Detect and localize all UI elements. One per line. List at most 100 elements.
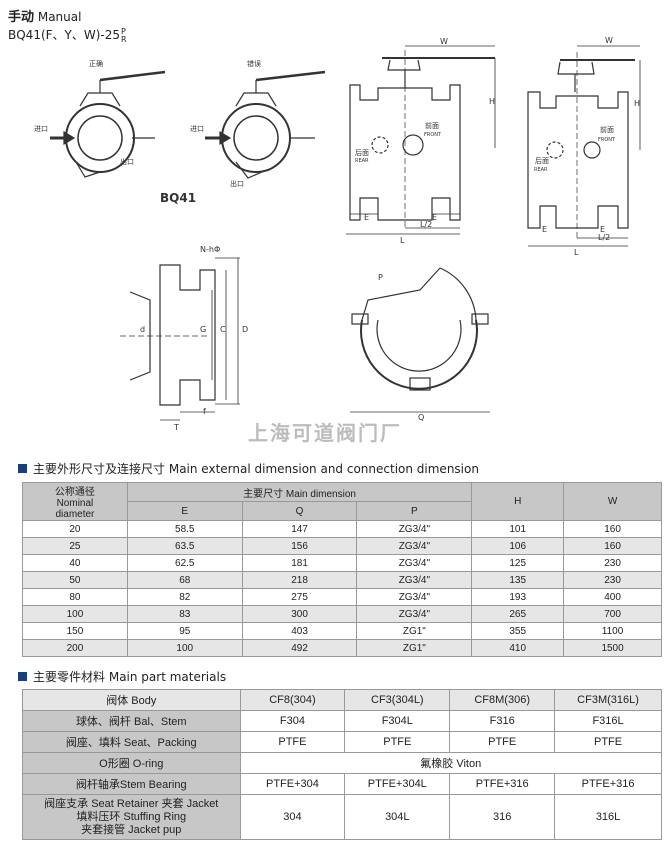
table-cell: 275 <box>241 588 358 606</box>
table-cell: 58.5 <box>126 520 243 538</box>
flange-section-view: N-hΦ d G C D f T <box>120 245 248 432</box>
dim-l2-1: L/2 <box>420 220 432 229</box>
label-correct: 正确 <box>89 59 103 68</box>
label-outlet-1: 出口 <box>120 157 134 166</box>
table-cell: PTFE <box>239 731 346 753</box>
label-rear-en-2: REAR <box>534 167 548 173</box>
dim-l-1: L <box>400 236 405 245</box>
table-cell: 316 <box>449 794 556 840</box>
table-cell: 68 <box>126 571 243 589</box>
cell-text: 夹套接管 Jacket pup <box>81 823 182 836</box>
table-cell: ZG3/4" <box>356 520 473 538</box>
col-p-header: P <box>356 501 473 521</box>
watermark: 上海可道阀门厂 <box>248 421 402 445</box>
label-front-en-1: FRONT <box>424 132 442 138</box>
table-cell: 193 <box>471 588 565 606</box>
col-e-header: E <box>126 501 243 521</box>
cell-text: 阀座支承 Seat Retainer 夹套 Jacket <box>44 797 219 810</box>
table-cell: 50 <box>22 571 128 589</box>
table-cell: ZG1" <box>356 639 473 657</box>
label-wrong: 错误 <box>247 59 261 68</box>
section1-title-en: Main external dimension and connection d… <box>168 462 479 476</box>
technical-drawing: 正确 进口 出口 错误 进口 出口 BQ41 W H 前面 FRO <box>34 36 641 432</box>
table-cell: 316L <box>554 794 662 840</box>
table-cell: F316 <box>449 710 556 732</box>
table-cell: PTFE <box>554 731 662 753</box>
table-cell: 160 <box>563 537 662 555</box>
table-cell: 95 <box>126 622 243 640</box>
dim-q: Q <box>418 413 424 422</box>
cell-text: Nominal <box>56 498 94 509</box>
dim-d: D <box>242 325 248 334</box>
dim-g: G <box>200 325 206 334</box>
table-cell: 106 <box>471 537 565 555</box>
page-header: 手动 Manual <box>8 6 81 25</box>
table-cell: 100 <box>126 639 243 657</box>
table-cell: 100 <box>22 605 128 623</box>
table-cell: 80 <box>22 588 128 606</box>
label-inlet-1: 进口 <box>34 125 48 133</box>
label-inlet-2: 进口 <box>190 125 204 133</box>
table-cell: 160 <box>563 520 662 538</box>
label-bq41: BQ41 <box>160 191 196 205</box>
cell-text: diameter <box>55 509 95 520</box>
table-cell: 218 <box>241 571 358 589</box>
dim-e-1a: E <box>364 213 369 222</box>
table-cell: 阀体 Body <box>22 689 241 711</box>
table-cell: F304L <box>344 710 451 732</box>
cell-text: 填料压环 Stuffing Ring <box>76 810 187 823</box>
label-rear-cn-2: 后面 <box>535 156 549 165</box>
table-cell: 氟橡胶 Viton <box>239 752 663 774</box>
table-cell: 403 <box>241 622 358 640</box>
table-cell: 20 <box>22 520 128 538</box>
model-sup: P <box>121 27 126 36</box>
table-cell: 63.5 <box>126 537 243 555</box>
dim-f: f <box>203 407 206 416</box>
col-h-header: H <box>471 482 565 521</box>
table-cell: CF3(304L) <box>344 689 451 711</box>
table-cell: ZG3/4" <box>356 588 473 606</box>
table-cell: 135 <box>471 571 565 589</box>
label-front-en-2: FRONT <box>598 137 616 143</box>
table-cell: F304 <box>239 710 346 732</box>
table-cell: PTFE <box>449 731 556 753</box>
table-cell: 200 <box>22 639 128 657</box>
table-cell: PTFE+316 <box>449 773 556 795</box>
table-cell: PTFE+316 <box>554 773 662 795</box>
table-cell: 400 <box>563 588 662 606</box>
table-cell: CF8M(306) <box>449 689 556 711</box>
table-cell: 147 <box>241 520 358 538</box>
table-cell: 265 <box>471 605 565 623</box>
dim-e-1b: E <box>432 213 437 222</box>
section2-title-en: Main part materials <box>108 670 227 684</box>
table-cell: 40 <box>22 554 128 572</box>
table-cell: 230 <box>563 554 662 572</box>
table-cell: 25 <box>22 537 128 555</box>
title-en: Manual <box>37 10 82 24</box>
table-cell: ZG3/4" <box>356 537 473 555</box>
jacket-section-view: P Q <box>350 267 490 422</box>
table-cell: CF3M(316L) <box>554 689 662 711</box>
table-cell: CF8(304) <box>239 689 346 711</box>
table-cell: 阀杆轴承Stem Bearing <box>22 773 241 795</box>
col-main-header: 主要尺寸 Main dimension <box>126 482 473 502</box>
table-cell: ZG3/4" <box>356 571 473 589</box>
cell-text: 公称通径 <box>54 487 95 498</box>
dim-e-2a: E <box>542 225 547 234</box>
title-cn: 手动 <box>8 10 35 25</box>
dim-h-1: H <box>489 97 495 106</box>
